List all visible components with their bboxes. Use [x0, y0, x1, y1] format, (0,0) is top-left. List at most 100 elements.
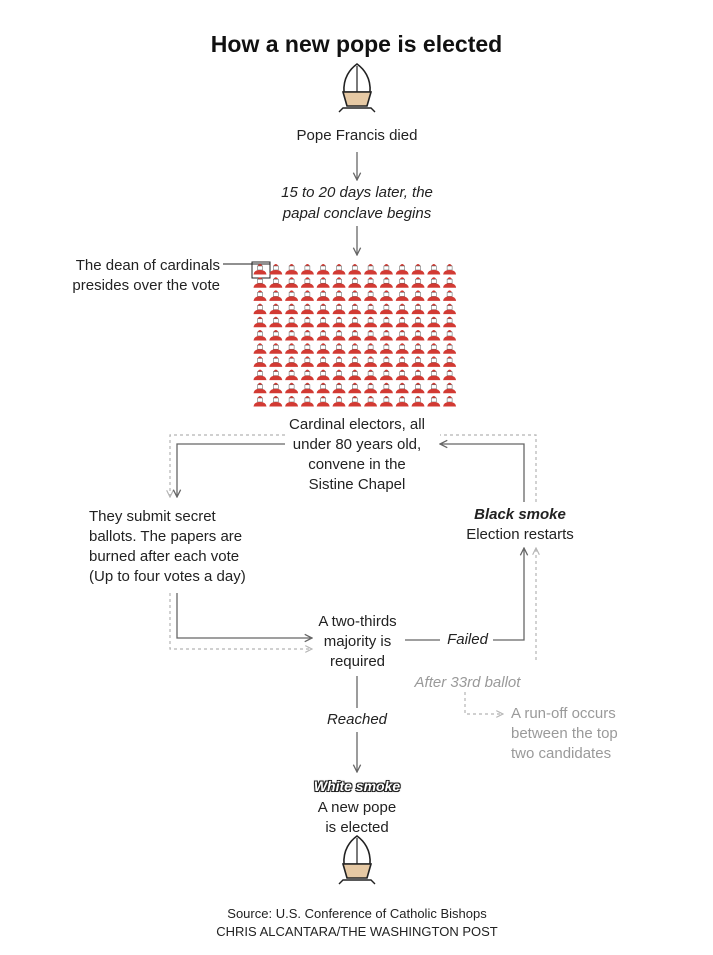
cardinal-figure — [300, 396, 314, 407]
cardinal-figure — [269, 396, 283, 407]
dean-label-line1: The dean of cardinals — [75, 257, 220, 274]
cardinal-figure — [300, 369, 314, 381]
cardinal-figure — [443, 330, 457, 341]
cardinal-figure — [316, 356, 330, 367]
cardinal-figure — [316, 369, 330, 381]
cardinal-figure — [253, 277, 267, 288]
cardinal-figure — [379, 264, 393, 275]
after-33-ballot-label: After 33rd ballot — [414, 674, 521, 691]
cardinal-figure — [364, 396, 378, 407]
cardinal-figure — [300, 290, 314, 301]
step-conclave-line1: 15 to 20 days later, the — [281, 184, 433, 201]
cardinal-figure — [348, 290, 362, 301]
pope-mitre-icon-bottom — [338, 835, 376, 885]
arrow-electors-to-ballots — [177, 443, 285, 497]
cardinal-figure — [395, 396, 409, 407]
cardinal-figure — [395, 369, 409, 381]
cardinal-figure — [285, 330, 299, 341]
cardinal-figure — [316, 396, 330, 407]
cardinals-grid — [253, 264, 457, 407]
cardinal-figure — [269, 382, 283, 394]
cardinal-figure — [253, 356, 267, 367]
cardinal-figure — [395, 330, 409, 341]
electors-line2: under 80 years old, — [292, 436, 422, 453]
cardinal-figure — [395, 264, 409, 275]
cardinal-figure — [269, 356, 283, 367]
cardinal-figure — [411, 343, 425, 354]
cardinal-figure — [253, 264, 267, 275]
cardinal-figure — [364, 264, 378, 275]
electors-line1: Cardinal electors, all — [289, 416, 425, 433]
cardinal-figure — [379, 382, 393, 394]
cardinal-figure — [300, 356, 314, 367]
failed-label: Failed — [447, 631, 488, 648]
cardinal-figure — [348, 343, 362, 354]
cardinal-figure — [427, 277, 441, 288]
cardinal-figure — [253, 290, 267, 301]
cardinal-figure — [364, 369, 378, 381]
dean-label-line2: presides over the vote — [72, 277, 220, 294]
cardinal-figure — [269, 277, 283, 288]
cardinal-figure — [348, 277, 362, 288]
cardinal-figure — [411, 290, 425, 301]
cardinal-figure — [285, 264, 299, 275]
ballots-line3: burned after each vote — [89, 548, 240, 565]
dashed-path-ballots-to-majority — [169, 593, 312, 649]
cardinal-figure — [269, 343, 283, 354]
cardinal-figure — [411, 396, 425, 407]
cardinal-figure — [427, 316, 441, 328]
cardinal-figure — [332, 396, 346, 407]
cardinal-figure — [332, 330, 346, 341]
cardinal-figure — [443, 369, 457, 381]
ballots-line4: (Up to four votes a day) — [89, 568, 246, 585]
majority-line1: A two-thirds — [318, 613, 397, 630]
election-restarts-label: Election restarts — [466, 526, 574, 543]
cardinal-figure — [253, 330, 267, 341]
cardinal-figure — [269, 264, 283, 275]
cardinal-figure — [364, 303, 378, 315]
cardinal-figure — [379, 316, 393, 328]
cardinal-figure — [364, 290, 378, 301]
cardinal-figure — [443, 303, 457, 315]
cardinal-figure — [269, 316, 283, 328]
cardinal-figure — [427, 303, 441, 315]
cardinal-figure — [379, 290, 393, 301]
cardinal-figure — [443, 277, 457, 288]
reached-label: Reached — [326, 711, 388, 728]
runoff-line3: two candidates — [511, 745, 612, 762]
cardinal-figure — [332, 343, 346, 354]
cardinal-figure — [411, 330, 425, 341]
cardinal-figure — [285, 303, 299, 315]
cardinal-figure — [316, 264, 330, 275]
ballots-line2: ballots. The papers are — [89, 528, 243, 545]
cardinal-figure — [253, 382, 267, 394]
dashed-path-after-33 — [464, 692, 503, 714]
runoff-line1: A run-off occurs — [511, 705, 616, 722]
cardinal-figure — [427, 369, 441, 381]
cardinal-figure — [253, 369, 267, 381]
cardinal-figure — [253, 343, 267, 354]
page-title: How a new pope is elected — [210, 31, 503, 57]
cardinal-figure — [395, 277, 409, 288]
electors-line3: convene in the — [308, 456, 406, 473]
cardinal-figure — [364, 330, 378, 341]
cardinal-figure — [285, 277, 299, 288]
cardinal-figure — [411, 277, 425, 288]
cardinal-figure — [269, 369, 283, 381]
cardinal-figure — [300, 316, 314, 328]
arrow-ballots-to-majority — [176, 593, 312, 638]
cardinal-figure — [364, 343, 378, 354]
cardinal-figure — [300, 264, 314, 275]
dashed-path-left — [170, 434, 285, 497]
cardinal-figure — [332, 290, 346, 301]
cardinal-figure — [300, 330, 314, 341]
cardinal-figure — [443, 356, 457, 367]
cardinal-figure — [443, 264, 457, 275]
cardinal-figure — [285, 369, 299, 381]
step-pope-died: Pope Francis died — [296, 127, 418, 144]
cardinal-figure — [443, 316, 457, 328]
cardinal-figure — [269, 303, 283, 315]
majority-line2: majority is — [323, 633, 392, 650]
cardinal-figure — [427, 356, 441, 367]
cardinal-figure — [395, 356, 409, 367]
